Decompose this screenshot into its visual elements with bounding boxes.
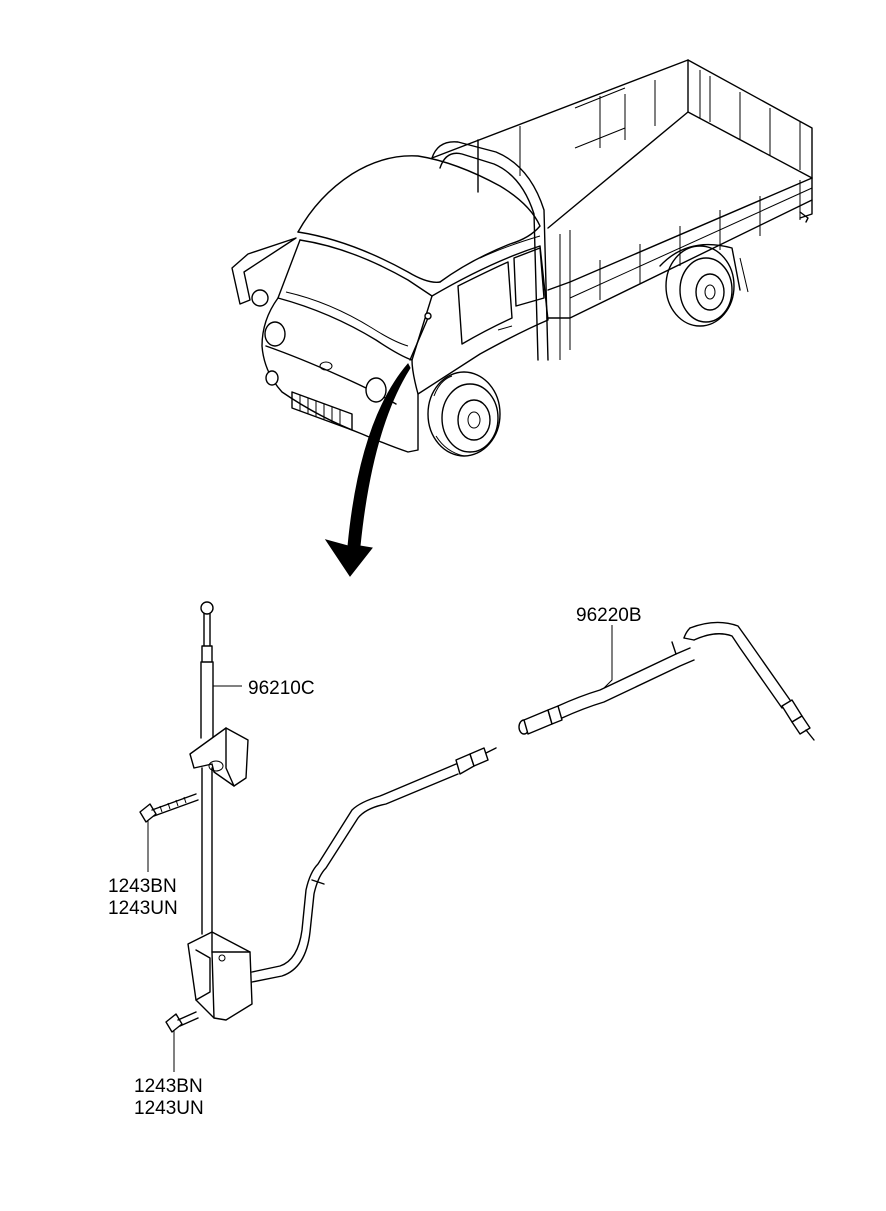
antenna-base	[187, 931, 253, 1021]
antenna-cable	[251, 747, 497, 983]
label-feeder-cable: 96220B	[576, 605, 642, 626]
antenna-mast	[189, 601, 249, 935]
screw-icon	[139, 793, 199, 823]
label-screw-upper-a: 1243BN	[108, 876, 177, 897]
screw-icon	[165, 1011, 199, 1033]
feeder-cable	[518, 621, 815, 741]
label-antenna: 96210C	[248, 678, 315, 699]
label-screw-lower-a: 1243BN	[134, 1076, 203, 1097]
pointer-arrow-icon	[324, 363, 411, 577]
label-screw-upper-b: 1243UN	[108, 898, 178, 919]
truck-illustration	[231, 59, 813, 457]
label-screw-lower-b: 1243UN	[134, 1098, 204, 1119]
